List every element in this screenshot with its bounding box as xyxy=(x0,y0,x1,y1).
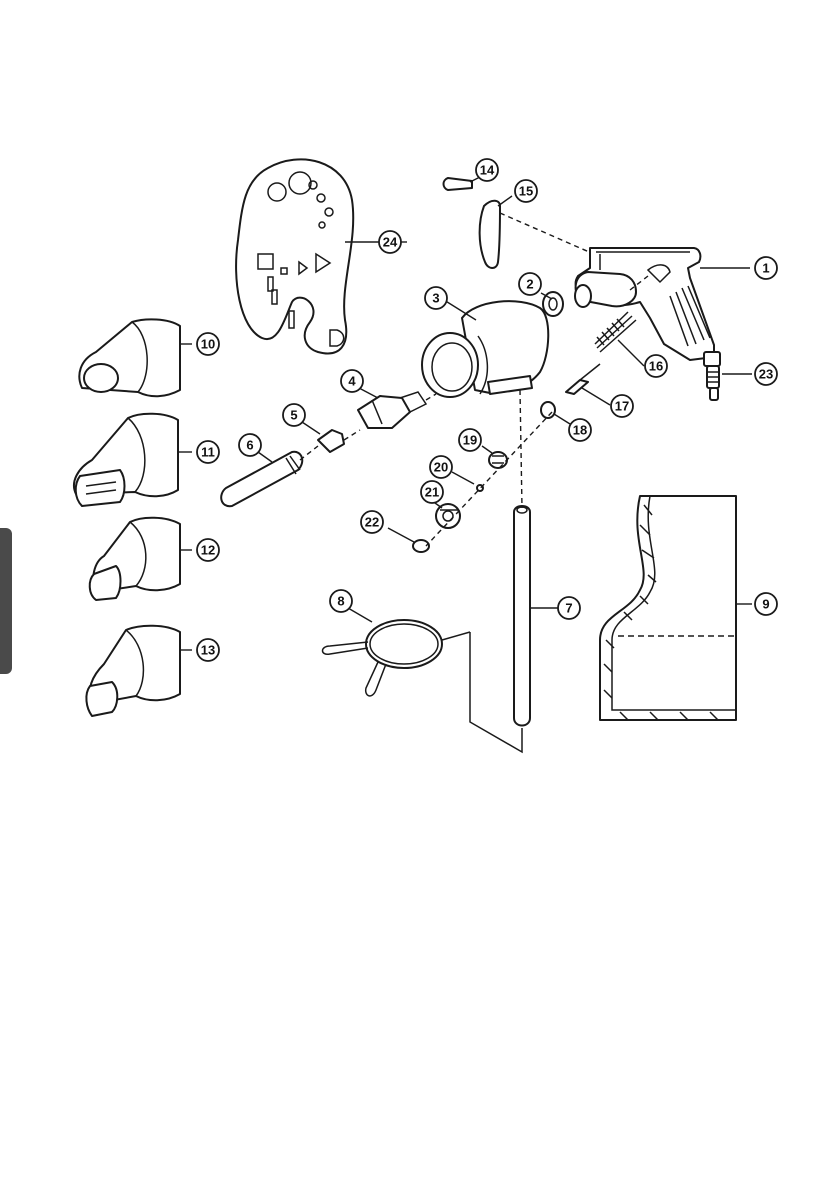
part-7-suction-hose xyxy=(470,506,558,752)
callout-number: 19 xyxy=(463,433,477,448)
callout-11: 11 xyxy=(197,441,219,463)
callout-number: 17 xyxy=(615,399,629,414)
callout-number: 12 xyxy=(201,543,215,558)
callout-18: 18 xyxy=(569,419,591,441)
part-6-tube xyxy=(221,452,302,506)
callout-13: 13 xyxy=(197,639,219,661)
part-8-holder-clip xyxy=(323,608,471,696)
callout-number: 20 xyxy=(434,460,448,475)
callout-6: 6 xyxy=(239,434,261,456)
assembly-line-6 xyxy=(300,446,318,460)
callout-14: 14 xyxy=(476,159,498,181)
callout-number: 21 xyxy=(425,485,439,500)
callout-number: 13 xyxy=(201,643,215,658)
part-11-nozzle-wide xyxy=(74,414,192,506)
callout-number: 23 xyxy=(759,367,773,382)
part-15-trigger xyxy=(480,196,512,268)
callout-number: 7 xyxy=(565,601,572,616)
callout-5: 5 xyxy=(283,404,305,426)
callout-21: 21 xyxy=(421,481,443,503)
part-13-nozzle-angled xyxy=(86,626,192,716)
part-18-washer xyxy=(541,402,570,424)
part-12-nozzle-flat xyxy=(90,518,192,600)
callout-number: 24 xyxy=(383,235,398,250)
callout-2: 2 xyxy=(519,273,541,295)
callout-number: 15 xyxy=(519,184,533,199)
callout-17: 17 xyxy=(611,395,633,417)
assembly-line-valve xyxy=(426,412,552,546)
callout-number: 10 xyxy=(201,337,215,352)
part-9-bag xyxy=(600,496,752,720)
part-5-nozzle xyxy=(302,422,344,452)
callout-3: 3 xyxy=(425,287,447,309)
callout-19: 19 xyxy=(459,429,481,451)
callout-number: 18 xyxy=(573,423,587,438)
part-10-nozzle-round xyxy=(79,319,192,396)
callout-22: 22 xyxy=(361,511,383,533)
part-14-pin xyxy=(444,177,481,190)
callout-number: 14 xyxy=(480,163,495,178)
callout-7: 7 xyxy=(558,597,580,619)
assembly-line-5 xyxy=(344,430,360,440)
callout-1: 1 xyxy=(755,257,777,279)
callout-number: 11 xyxy=(201,445,215,460)
callout-number: 16 xyxy=(649,359,663,374)
callout-9: 9 xyxy=(755,593,777,615)
callout-10: 10 xyxy=(197,333,219,355)
callout-24: 24 xyxy=(379,231,401,253)
callout-20: 20 xyxy=(430,456,452,478)
callout-number: 5 xyxy=(290,408,297,423)
callout-number: 22 xyxy=(365,515,379,530)
part-22-o-ring xyxy=(388,528,429,552)
part-16-spring xyxy=(595,312,644,366)
callout-16: 16 xyxy=(645,355,667,377)
part-23-quick-coupling xyxy=(704,352,752,400)
assembly-line-trigger xyxy=(500,213,596,255)
part-17-valve-pin xyxy=(566,364,610,405)
callout-number: 8 xyxy=(337,594,344,609)
callout-number: 9 xyxy=(762,597,769,612)
callout-number: 2 xyxy=(526,277,533,292)
assembly-line-4 xyxy=(426,394,436,400)
callout-number: 3 xyxy=(432,291,439,306)
callout-number: 1 xyxy=(762,261,769,276)
part-24-stencil-palette xyxy=(236,159,407,353)
callout-4: 4 xyxy=(341,370,363,392)
callout-23: 23 xyxy=(755,363,777,385)
callout-12: 12 xyxy=(197,539,219,561)
callout-number: 4 xyxy=(348,374,356,389)
part-3-elbow-housing xyxy=(422,300,548,397)
callout-15: 15 xyxy=(515,180,537,202)
part-19-fitting xyxy=(482,446,507,468)
part-4-nozzle-housing xyxy=(358,388,426,428)
callout-8: 8 xyxy=(330,590,352,612)
part-20-ball xyxy=(452,472,483,491)
callout-number: 6 xyxy=(246,438,253,453)
assembly-line-hose xyxy=(520,390,522,508)
